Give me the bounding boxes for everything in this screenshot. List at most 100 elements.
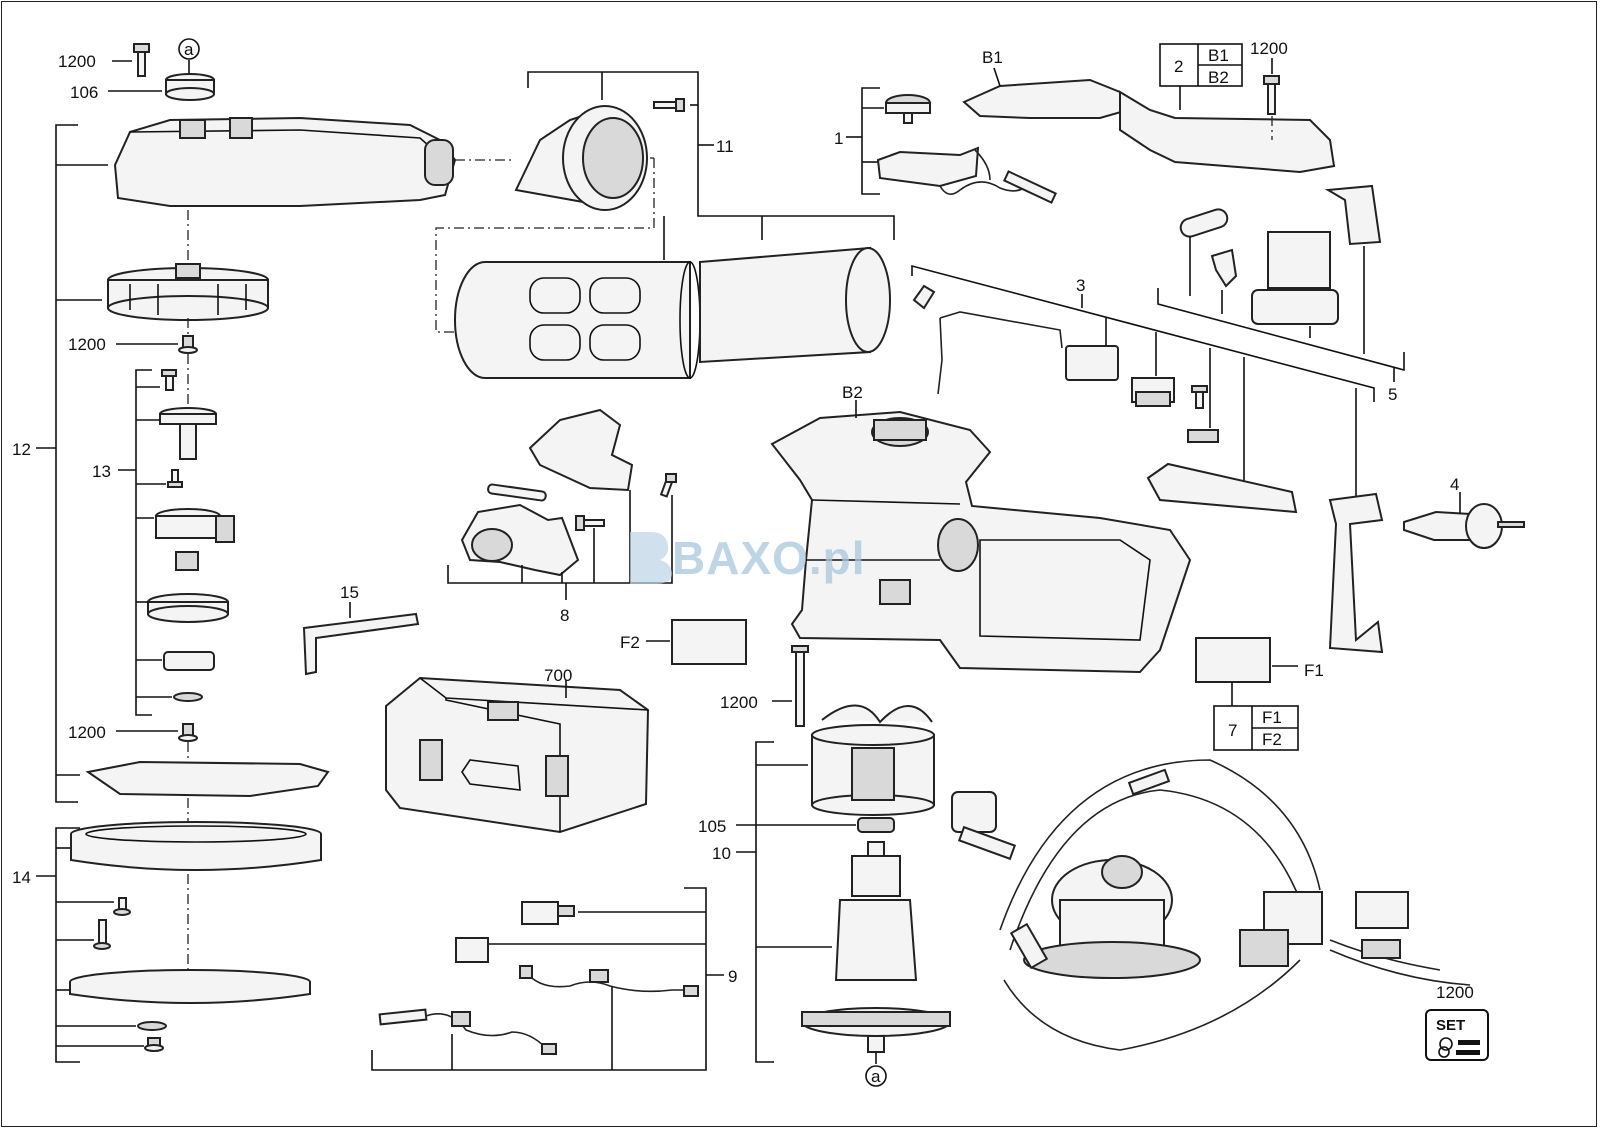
part-screw-1200-c	[178, 723, 198, 742]
callout-a-top: a	[178, 38, 200, 60]
part-motor-housing-b2	[770, 410, 1192, 674]
part-handle-grip	[1328, 492, 1384, 654]
part-eccentric-shaft	[159, 407, 217, 460]
set-badge-text: SET	[1436, 1017, 1465, 1034]
label-a-bottom: a	[871, 1067, 881, 1086]
label-13: 13	[92, 462, 111, 481]
part-washer	[173, 692, 203, 702]
part-assembled-wiring-view	[951, 759, 1471, 1051]
part-speed-pcb	[876, 146, 1058, 204]
part-side-handle-bottom	[460, 503, 580, 577]
part-screw-small-3	[1191, 385, 1208, 409]
label-10: 10	[712, 844, 731, 863]
label-F2: F2	[620, 633, 640, 652]
part-cable-clip	[912, 284, 936, 310]
label-7: 7	[1228, 721, 1237, 740]
part-armature	[801, 841, 951, 1053]
part-label-f1	[1195, 637, 1271, 683]
label-1200-set: 1200	[1436, 983, 1474, 1002]
label-105: 105	[698, 817, 726, 836]
label-1200-c: 1200	[68, 723, 106, 742]
part-screw-1200-top	[133, 43, 150, 77]
ref-box-7: 7 F1 F2	[1213, 705, 1299, 751]
part-screw-1200-b	[178, 335, 198, 354]
part-capacitor	[1065, 345, 1119, 381]
part-pad-bolt	[144, 1037, 164, 1052]
part-sanding-pad-small	[69, 969, 311, 1004]
part-bearing-flange	[147, 593, 229, 623]
part-handle-cover-b1	[962, 78, 1336, 174]
label-B1: B1	[982, 48, 1003, 67]
part-counterweight	[155, 508, 235, 543]
label-1200-b: 1200	[68, 335, 106, 354]
label-4: 4	[1450, 475, 1459, 494]
label-F1-box: F1	[1262, 708, 1282, 727]
part-cable-clamp	[1187, 429, 1219, 443]
part-small-screw	[167, 469, 183, 488]
part-pin	[487, 483, 547, 502]
part-switch-trigger	[1324, 184, 1382, 246]
part-lock-button	[1179, 208, 1229, 238]
part-switch	[1251, 231, 1339, 325]
part-adapter-screw	[653, 98, 685, 112]
part-dust-canister	[454, 261, 701, 379]
part-cable-sleeve	[1146, 462, 1298, 514]
label-a-top: a	[184, 40, 194, 59]
part-pad-screw-short	[113, 897, 131, 916]
part-terminal-block	[1131, 377, 1175, 407]
watermark-text: BAXO.pl	[672, 532, 866, 584]
label-5: 5	[1388, 385, 1397, 404]
label-F2-box: F2	[1262, 730, 1282, 749]
part-screw-1200-d	[1263, 75, 1280, 115]
label-B2: B2	[842, 383, 863, 402]
part-dust-adapter	[514, 105, 648, 211]
label-11: 11	[716, 137, 734, 156]
part-carry-case	[385, 676, 650, 834]
part-brake-ring	[85, 760, 330, 798]
label-3: 3	[1076, 276, 1085, 295]
label-8: 8	[560, 606, 569, 625]
part-shaft-screw	[161, 369, 177, 391]
label-9: 9	[728, 967, 737, 986]
part-bushing	[175, 551, 199, 571]
label-1200-top: 1200	[58, 52, 96, 71]
part-handle-screw-a	[575, 515, 605, 531]
part-pad-screw-long	[93, 919, 111, 950]
part-label-f2	[671, 619, 747, 665]
part-stator	[811, 704, 935, 816]
part-bearing-small	[163, 651, 215, 671]
part-pad-washer	[137, 1021, 167, 1031]
part-filter	[699, 246, 891, 364]
label-15: 15	[340, 583, 359, 602]
part-wire-lead-right	[519, 965, 699, 997]
part-hex-key	[302, 612, 420, 676]
label-12: 12	[12, 440, 31, 459]
label-2: 2	[1174, 57, 1183, 76]
part-power-plug	[1403, 503, 1525, 549]
callout-a-bottom: a	[865, 1065, 887, 1087]
label-14: 14	[12, 868, 31, 887]
label-B1-box: B1	[1208, 46, 1229, 65]
part-connector-a	[521, 901, 575, 925]
part-bearing-105	[857, 817, 895, 833]
part-fan	[107, 263, 269, 321]
part-switch-lever	[1210, 248, 1238, 288]
ref-box-2: 2 B1 B2	[1159, 43, 1243, 87]
label-1: 1	[834, 129, 843, 148]
part-connector-b	[455, 937, 489, 963]
label-106: 106	[70, 83, 98, 102]
label-F1: F1	[1304, 661, 1324, 680]
part-sanding-pad-large	[70, 821, 322, 871]
part-dust-shroud	[113, 116, 457, 207]
watermark: BAXO.pl	[630, 532, 866, 584]
set-badge: SET	[1425, 1009, 1489, 1061]
label-700: 700	[544, 666, 572, 685]
part-speed-dial	[885, 94, 931, 124]
part-screw-1200-e	[791, 645, 809, 727]
part-wire-lead-left	[378, 1008, 557, 1055]
part-side-handle-top	[528, 408, 634, 492]
label-1200-d: 1200	[1250, 39, 1288, 58]
